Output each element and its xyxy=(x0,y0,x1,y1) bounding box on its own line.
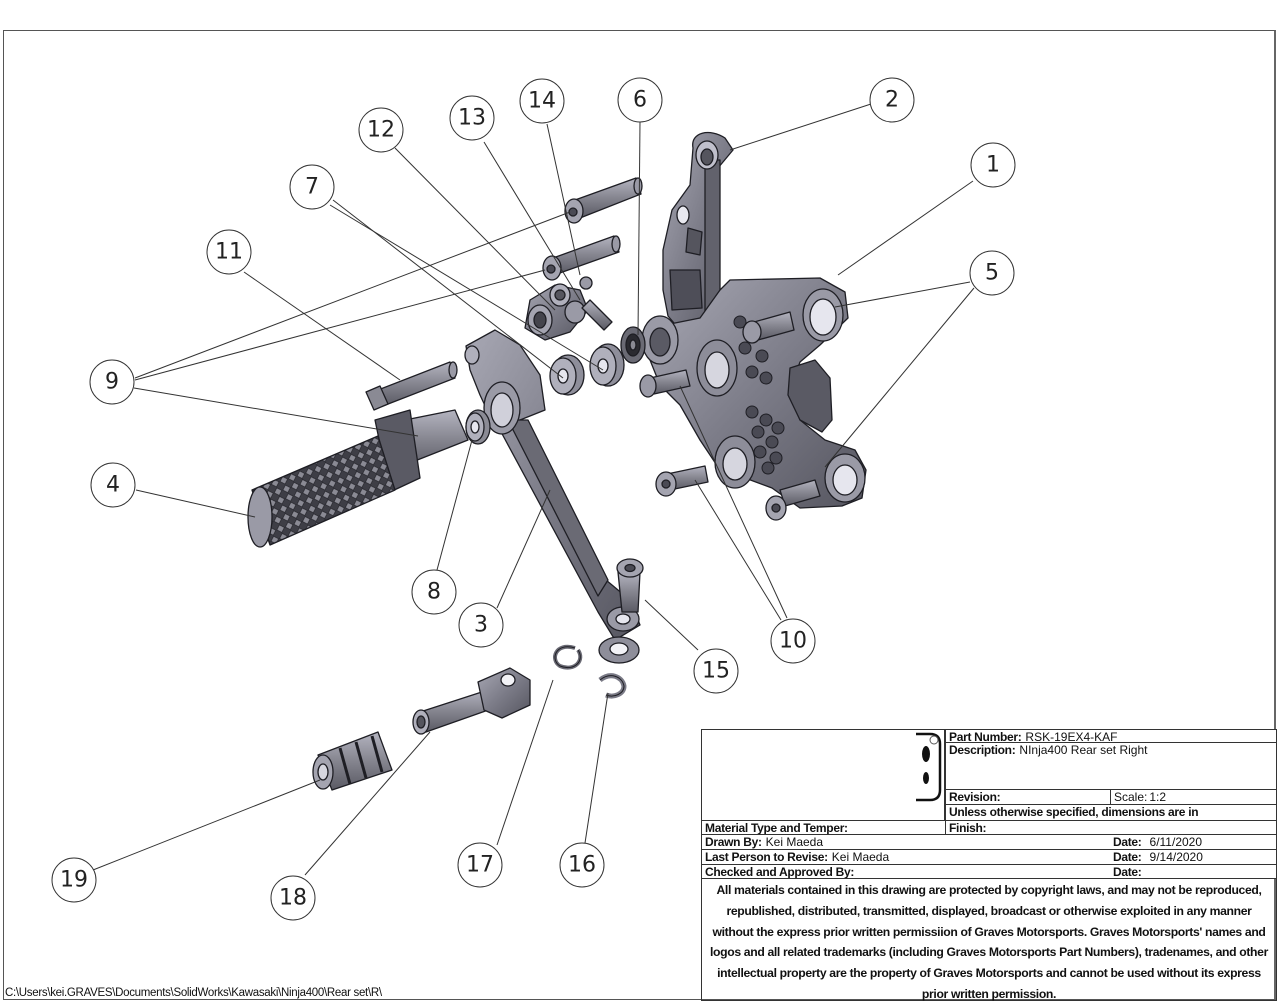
svg-text:6: 6 xyxy=(633,88,647,113)
svg-text:11: 11 xyxy=(215,240,243,265)
part-14-bolt xyxy=(564,177,643,224)
part-6-bearing xyxy=(620,326,646,364)
balloon-6: 6 xyxy=(617,77,663,123)
svg-text:5: 5 xyxy=(985,261,999,286)
balloon-3: 3 xyxy=(458,602,504,648)
units-note: Unless otherwise specified, dimensions a… xyxy=(945,804,1277,821)
part-17-spring xyxy=(553,644,583,670)
legal-line: All materials contained in this drawing … xyxy=(716,883,1262,897)
legal-line: logos and all related trademarks (includ… xyxy=(710,945,1268,960)
legal-line: republished, distributed, transmitted, d… xyxy=(726,903,1252,918)
logo-area xyxy=(701,729,945,822)
legal-line: intellectual property are the property o… xyxy=(717,966,1261,981)
svg-text:7: 7 xyxy=(305,175,319,200)
part-7-spacer xyxy=(549,343,625,396)
svg-text:9: 9 xyxy=(105,370,119,395)
leader-lines xyxy=(92,103,975,876)
balloon-18: 18 xyxy=(270,875,316,921)
part-number-field: Part Number:RSK-19EX4-KAF xyxy=(945,729,1277,743)
description-field: Description:NInja400 Rear set Right xyxy=(945,742,1277,790)
title-block: Part Number:RSK-19EX4-KAF Description:NI… xyxy=(701,729,1277,1001)
balloon-10: 10 xyxy=(770,618,816,664)
part-15-pivot-bolt xyxy=(598,558,644,664)
revised-by-row: Last Person to Revise:Kei Maeda Date:9/1… xyxy=(701,849,1277,865)
svg-text:1: 1 xyxy=(986,153,1000,178)
svg-text:2: 2 xyxy=(885,88,899,113)
balloon-1: 1 xyxy=(970,142,1016,188)
part-18-shift-peg xyxy=(412,667,531,735)
part-12-rod-end xyxy=(524,276,613,341)
file-path: C:\Users\kei.GRAVES\Documents\SolidWorks… xyxy=(5,987,382,999)
svg-text:8: 8 xyxy=(427,580,441,605)
legal-line: prior written permission. xyxy=(921,986,1057,1001)
drawn-by-row: Drawn By:Kei Maeda Date:6/11/2020 xyxy=(701,834,1277,850)
balloon-7: 7 xyxy=(289,164,335,210)
balloon-13: 13 xyxy=(449,95,495,141)
part-19-peg-rubber xyxy=(312,731,393,791)
part-10-bolt xyxy=(639,369,709,497)
balloon-15: 15 xyxy=(693,648,739,694)
copyright-notice: All materials contained in this drawing … xyxy=(701,878,1277,1001)
balloon-11: 11 xyxy=(206,229,252,275)
svg-text:17: 17 xyxy=(466,853,494,878)
svg-text:4: 4 xyxy=(106,473,120,498)
svg-text:3: 3 xyxy=(474,613,488,638)
revision-field: Revision: xyxy=(945,789,1111,805)
svg-text:15: 15 xyxy=(702,659,730,684)
balloon-19: 19 xyxy=(51,857,97,903)
part-16-e-clip xyxy=(598,673,627,699)
balloon-5: 5 xyxy=(969,250,1015,296)
balloon-12: 12 xyxy=(358,107,404,153)
svg-text:18: 18 xyxy=(279,886,307,911)
part-4-footpeg xyxy=(247,409,469,548)
material-field: Material Type and Temper: xyxy=(701,820,946,835)
balloon-9: 9 xyxy=(89,359,135,405)
balloon-4: 4 xyxy=(90,462,136,508)
svg-text:13: 13 xyxy=(458,106,486,131)
part-2-hanger-bracket xyxy=(662,131,734,333)
balloon-8: 8 xyxy=(411,569,457,615)
scale-field: Scale:1:2 xyxy=(1110,789,1277,805)
checked-by-row: Checked and Approved By: Date: xyxy=(701,864,1277,879)
graves-logo-icon xyxy=(916,732,942,802)
svg-text:14: 14 xyxy=(528,89,556,114)
drawing-frame xyxy=(3,30,1276,1000)
svg-text:12: 12 xyxy=(367,118,395,143)
finish-field: Finish: xyxy=(945,820,1277,835)
balloon-16: 16 xyxy=(559,842,605,888)
svg-text:10: 10 xyxy=(779,629,807,654)
part-8-washer xyxy=(465,409,491,445)
part-11-bolt xyxy=(365,361,458,411)
balloon-14: 14 xyxy=(519,78,565,124)
svg-text:16: 16 xyxy=(568,853,596,878)
part-5-bolt xyxy=(742,311,821,521)
balloon-2: 2 xyxy=(869,77,915,123)
balloon-17: 17 xyxy=(457,842,503,888)
legal-line: without the express prior written permis… xyxy=(712,924,1266,939)
svg-text:19: 19 xyxy=(60,868,88,893)
